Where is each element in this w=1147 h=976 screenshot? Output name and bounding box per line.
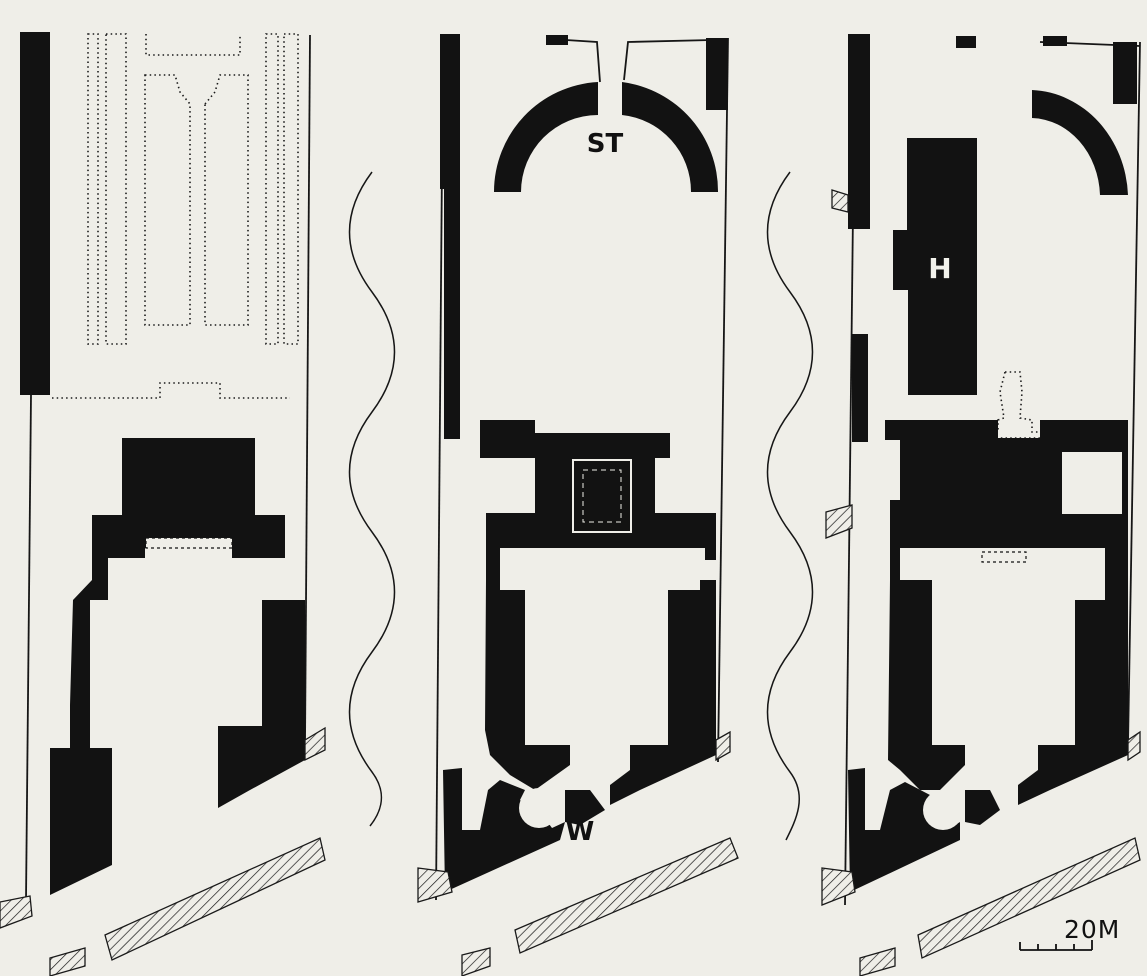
panel-1-step-row (145, 537, 233, 549)
panel-1-west-boundary (25, 394, 32, 901)
panel-1-east-boundary (304, 34, 311, 746)
panel-3-south-block (965, 790, 1000, 825)
hall-label: H (928, 252, 951, 285)
panel-2-east-post (706, 38, 728, 110)
break-line-2 (766, 171, 814, 841)
panel-2-north-edge-left (565, 39, 601, 83)
panel-2-north-wall (440, 34, 460, 189)
panel-3-hatched-east (1127, 730, 1141, 762)
panel-2-mid-wall (444, 189, 460, 439)
panel-1-east-wing (218, 600, 305, 790)
panel-3-east-wing (1018, 548, 1128, 805)
scale-bar: 20M (1019, 915, 1120, 951)
panel-1-west-wing (70, 580, 108, 705)
west-label: W (566, 817, 595, 847)
panel-2-west-gate-block (443, 768, 565, 892)
panel-2-round-tower (519, 788, 559, 828)
panel-3-open-court (1062, 452, 1122, 514)
panel-3-hatched-corner (821, 867, 856, 906)
panel-2-small-post (546, 35, 568, 45)
panel-2-inner-chamber (572, 459, 632, 533)
scale-bar-ticks (1019, 940, 1093, 951)
panel-3-hatched-west (825, 504, 853, 539)
panel-2-south-block (565, 790, 605, 825)
stadium-arc-left (493, 82, 598, 192)
panel-2-hatched-east (715, 730, 731, 762)
panel-2-hatched-corner (417, 867, 453, 903)
panel-3-hatched-south (859, 947, 896, 976)
hall-block (893, 138, 977, 395)
panel-3-east-post (1113, 42, 1137, 104)
panel-3-dotted-annex (987, 371, 1043, 439)
panel-1-hatched-east (304, 726, 326, 762)
panel-2-east-wing (610, 580, 716, 805)
panel-3-east-boundary (1127, 41, 1141, 746)
break-line-1 (348, 171, 396, 827)
panel-3-north-post (1043, 36, 1067, 46)
panel-2-east-boundary (717, 37, 729, 763)
scale-bar-label: 20M (1064, 915, 1120, 944)
panel-3-round-tower (923, 790, 963, 830)
panel-3-north-wall (848, 34, 870, 229)
panel-3-west-gate-block (848, 768, 960, 892)
plan-panel-phase-3: H (821, 34, 1141, 976)
panel-2-north-edge-right (623, 39, 713, 81)
panel-1-dotted-colonnade (52, 33, 299, 399)
stadium-arc-fragment (1032, 90, 1128, 195)
panel-2-hatched-south (461, 947, 491, 976)
panel-3-step-row (981, 551, 1027, 563)
panel-1-road-strip (104, 837, 326, 961)
panel-1-hatched-corner (0, 895, 33, 929)
stadium-label: ST (587, 129, 624, 159)
panel-3-mid-wall (852, 334, 868, 442)
panel-1-west-block (50, 705, 112, 895)
panel-2-inner-chamber-detail (582, 469, 622, 523)
panel-3-hatched-corner-north (831, 189, 849, 213)
panel-1-east-block (218, 755, 250, 808)
stadium-arc-right (622, 82, 719, 192)
plan-panel-phase-2: ST W (417, 34, 739, 976)
panel-3-road-strip (917, 837, 1141, 959)
plan-panel-phase-1 (0, 32, 326, 976)
panel-2-road-strip (514, 837, 739, 954)
panel-2-west-wing (485, 580, 570, 790)
panel-1-north-wall (20, 32, 50, 395)
panel-2-central-block (480, 420, 716, 580)
panel-1-hatched-south (49, 947, 86, 976)
panel-1-central-block (92, 438, 285, 580)
panel-3-small-post (956, 36, 976, 48)
panel-3-west-wing (888, 580, 965, 790)
